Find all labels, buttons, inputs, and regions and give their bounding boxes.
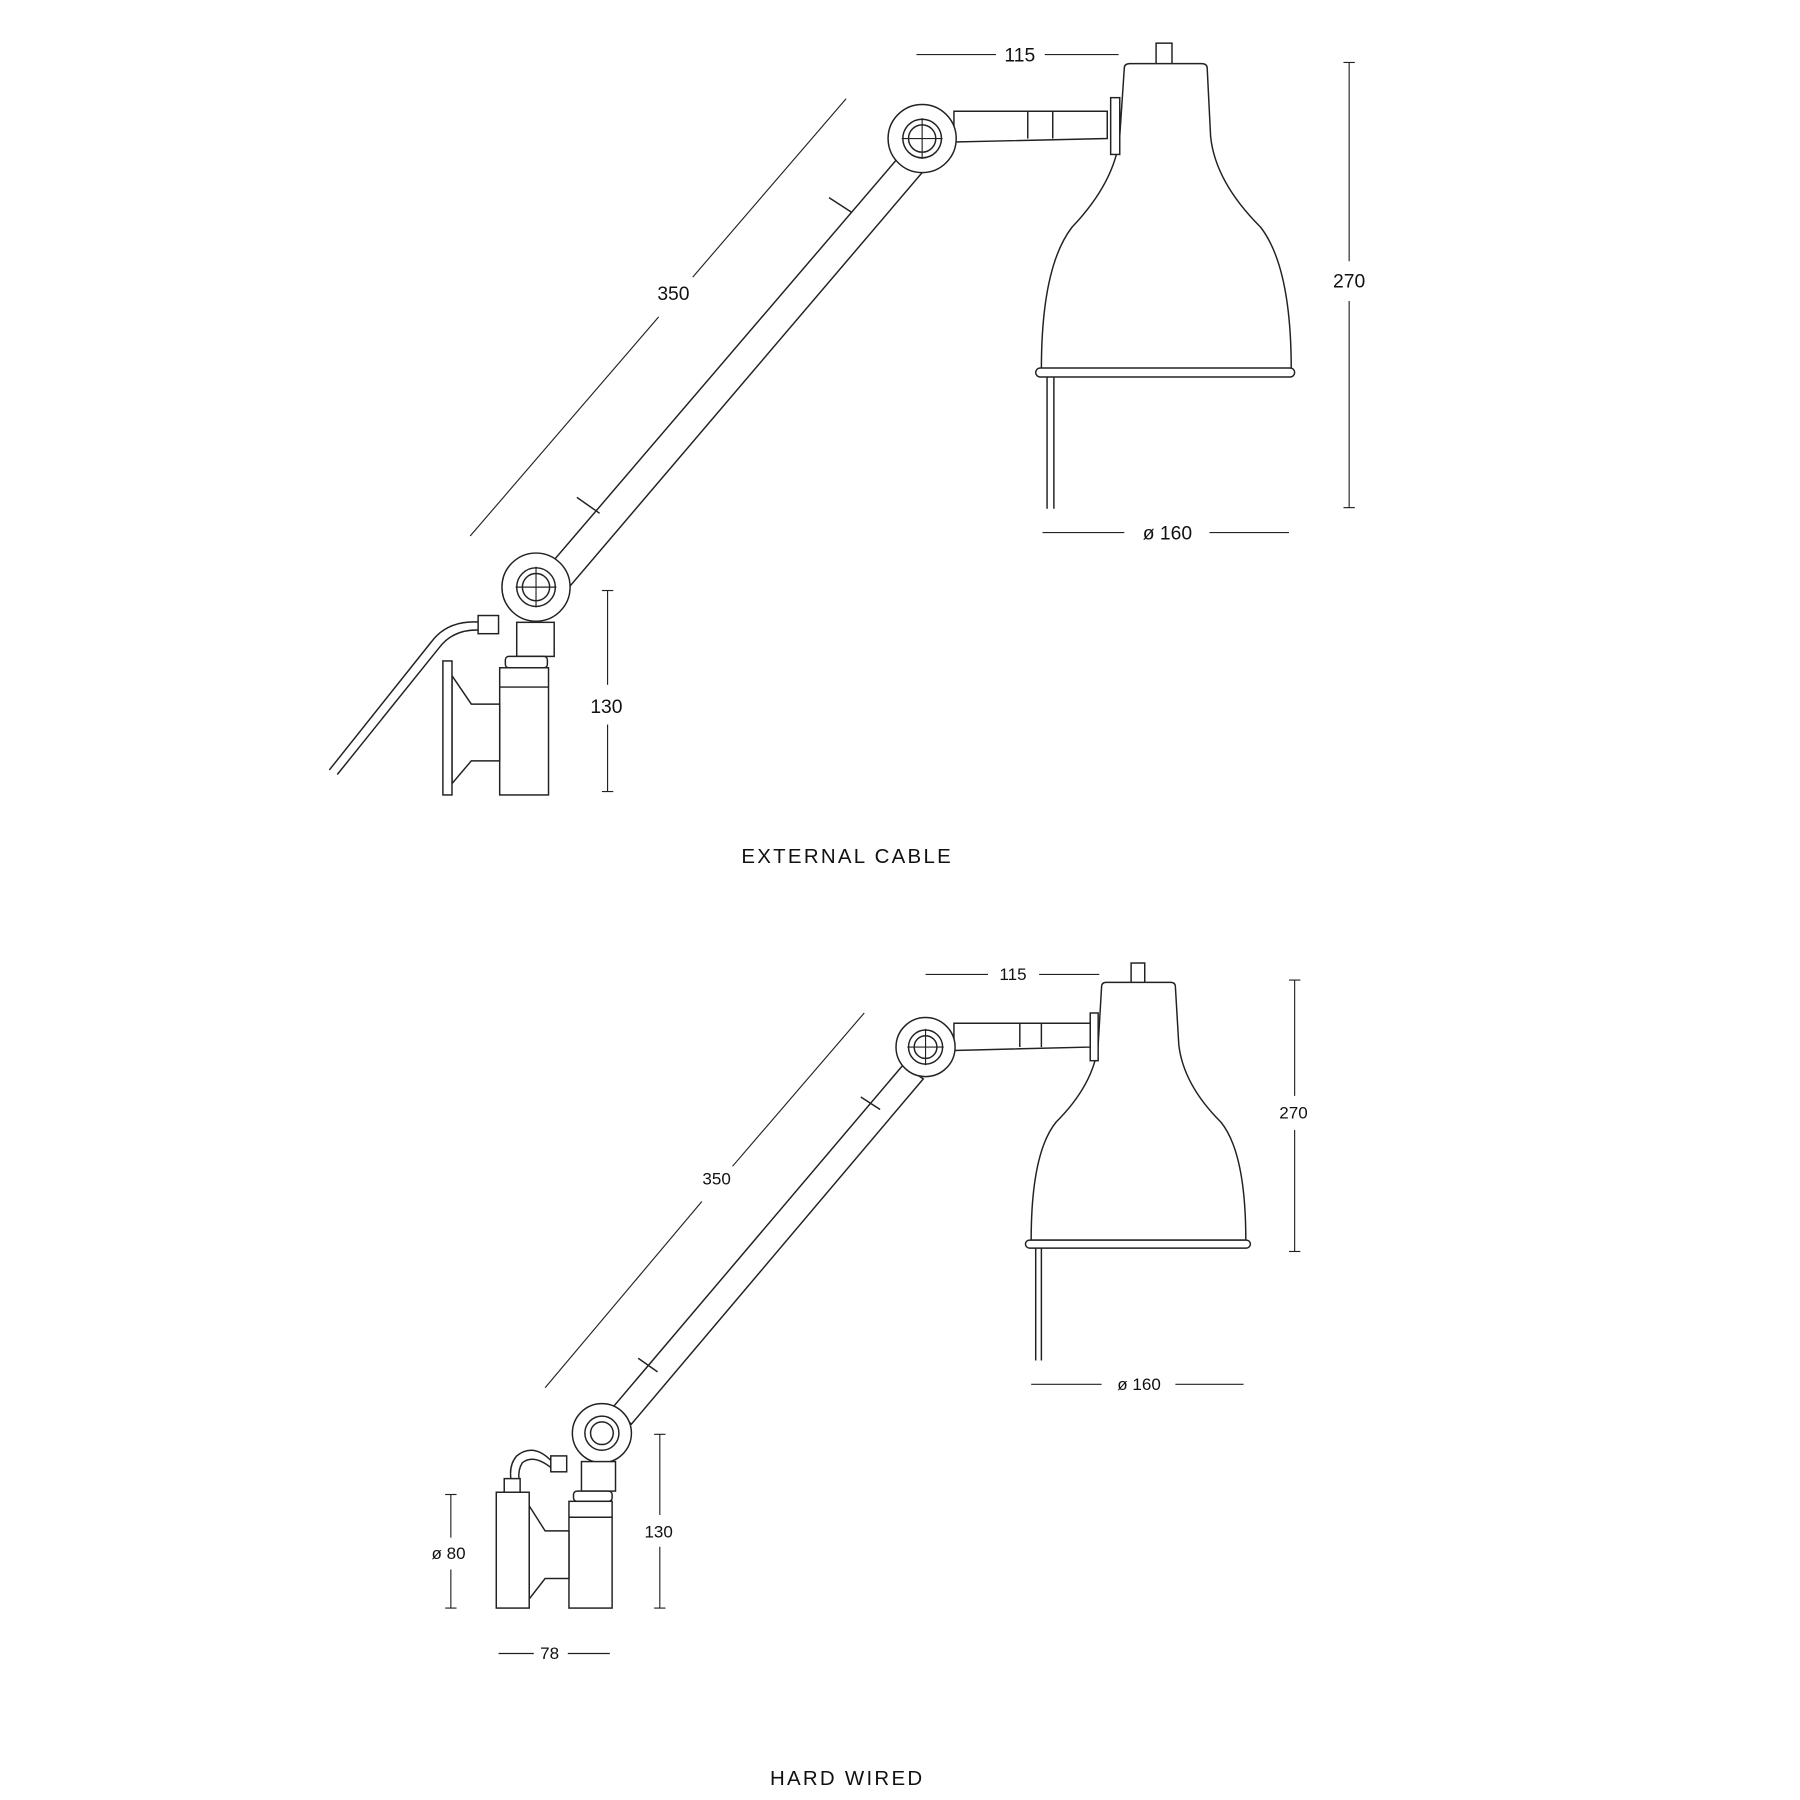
dim-base: 130: [644, 1433, 673, 1609]
svg-text:270: 270: [1279, 1104, 1307, 1123]
svg-text:130: 130: [590, 697, 622, 718]
svg-text:ø 160: ø 160: [1117, 1375, 1161, 1394]
svg-text:78: 78: [540, 1644, 559, 1663]
svg-text:130: 130: [644, 1523, 672, 1542]
dim-arm: 350: [469, 98, 847, 537]
dim-shade-diameter: ø 160: [1031, 1375, 1244, 1394]
dim-arm: 350: [544, 1012, 865, 1389]
lamp-shade: [1024, 962, 1252, 1361]
svg-text:270: 270: [1333, 271, 1365, 292]
caption-external-cable: EXTERNAL CABLE: [741, 845, 953, 868]
svg-text:115: 115: [999, 965, 1026, 984]
svg-text:350: 350: [702, 1169, 730, 1188]
wall-mount: [328, 614, 555, 796]
dim-height: 270: [1279, 979, 1308, 1253]
lamp-arm: [501, 103, 1108, 622]
svg-text:350: 350: [657, 284, 689, 305]
svg-text:ø 80: ø 80: [432, 1544, 466, 1563]
hard-wired-drawing: 115 270 ø 160 350 130 ø 80 78: [432, 962, 1308, 1790]
dim-plate-depth: 78: [498, 1644, 610, 1663]
dim-plate-diameter: ø 80: [432, 1493, 466, 1609]
lamp-shade: [1034, 42, 1296, 509]
svg-text:ø 160: ø 160: [1143, 523, 1192, 544]
dim-arm-head: 115: [916, 45, 1119, 66]
caption-hard-wired: HARD WIRED: [770, 1767, 924, 1790]
dim-arm-head: 115: [925, 965, 1100, 984]
wall-mount: [495, 1449, 617, 1609]
svg-text:115: 115: [1004, 45, 1035, 66]
dim-shade-diameter: ø 160: [1042, 523, 1289, 544]
dim-height: 270: [1333, 61, 1365, 509]
dim-base: 130: [590, 589, 623, 793]
external-cable-drawing: 115 270 ø 160 350 130: [328, 42, 1365, 868]
lamp-arm: [571, 1016, 1091, 1464]
